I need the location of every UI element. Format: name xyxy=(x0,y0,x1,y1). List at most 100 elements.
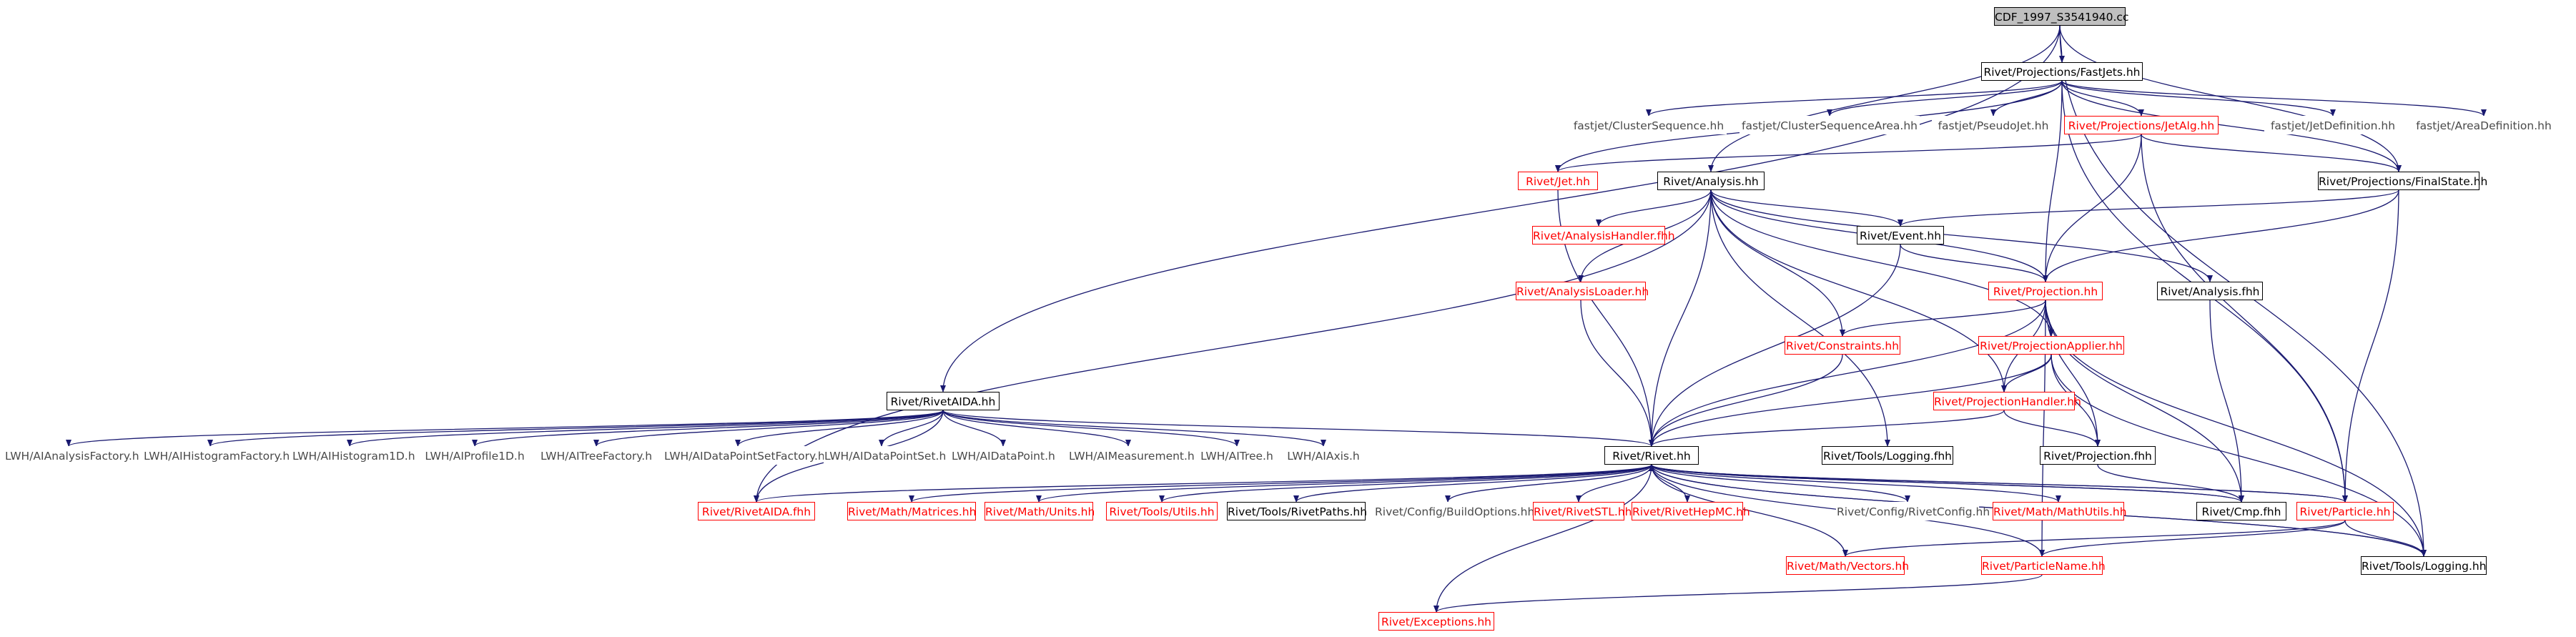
edge-projection-to-rivet xyxy=(1649,300,2046,447)
node-root-source-file[interactable]: CDF_1997_S3541940.cc xyxy=(1994,7,2128,26)
edge-rivetaida-to-lwh_m xyxy=(942,410,1131,447)
node-event[interactable]: Rivet/Event.hh xyxy=(1857,226,1944,245)
node-lwh-datapoint[interactable]: LWH/AIDataPoint.h xyxy=(951,446,1055,465)
node-rivet-stl[interactable]: Rivet/RivetSTL.hh xyxy=(1533,502,1632,520)
edge-root-to-finalstate xyxy=(2059,25,2402,172)
edge-rivetaida-to-lwh_tf xyxy=(593,410,944,447)
edge-rivet-to-utils xyxy=(1159,464,1652,503)
node-tools-logging-fhh[interactable]: Rivet/Tools/Logging.fhh xyxy=(1822,446,1953,465)
node-lwh-datapointset[interactable]: LWH/AIDataPointSet.h xyxy=(824,446,946,465)
node-projection-fhh[interactable]: Rivet/Projection.fhh xyxy=(2040,446,2156,465)
node-pseudojet[interactable]: fastjet/PseudoJet.hh xyxy=(1932,116,2055,134)
node-rivet-aida-fhh[interactable]: Rivet/RivetAIDA.fhh xyxy=(698,502,815,520)
node-analysis-fhh[interactable]: Rivet/Analysis.fhh xyxy=(2157,282,2263,300)
edge-rivet-to-vectors xyxy=(1651,464,1848,557)
node-area-definition[interactable]: fastjet/AreaDefinition.hh xyxy=(2411,116,2557,134)
node-lwh-measurement[interactable]: LWH/AIMeasurement.h xyxy=(1068,446,1195,465)
node-cluster-sequence-area[interactable]: fastjet/ClusterSequenceArea.hh xyxy=(1739,116,1920,134)
edge-rivetaida-to-rivet xyxy=(942,410,1654,447)
node-exceptions[interactable]: Rivet/Exceptions.hh xyxy=(1378,612,1494,631)
node-projection[interactable]: Rivet/Projection.hh xyxy=(1988,282,2103,300)
node-math-matrices[interactable]: Rivet/Math/Matrices.hh xyxy=(847,502,976,520)
edge-event-to-rivet xyxy=(1649,244,1901,447)
node-analysis[interactable]: Rivet/Analysis.hh xyxy=(1657,172,1765,190)
edge-constraints-to-rivet xyxy=(1649,354,1843,447)
edge-particle-to-rivet xyxy=(1649,464,2346,503)
node-projection-applier[interactable]: Rivet/ProjectionApplier.hh xyxy=(1978,336,2124,355)
edge-rivet-to-rivetconfig xyxy=(1651,464,1910,503)
edge-fastjets-to-jetdef xyxy=(2061,80,2336,117)
node-particle-name[interactable]: Rivet/ParticleName.hh xyxy=(1981,556,2106,575)
node-analysis-loader[interactable]: Rivet/AnalysisLoader.hh xyxy=(1516,282,1649,300)
node-cluster-sequence[interactable]: fastjet/ClusterSequence.hh xyxy=(1571,116,1727,134)
edge-finalstate-to-event xyxy=(1898,189,2399,227)
edge-analysis-to-constraints xyxy=(1710,189,1845,337)
edge-rivetaida-to-lwh_af xyxy=(66,410,944,447)
edge-rivet-to-rivethepmc xyxy=(1651,464,1690,503)
edge-rivetaida-to-lwh_tree xyxy=(942,410,1240,447)
edge-root-to-analysis xyxy=(1708,25,2061,172)
edge-particle-to-particlename xyxy=(2039,520,2346,557)
node-rivet-aida[interactable]: Rivet/RivetAIDA.hh xyxy=(887,392,1000,410)
node-lwh-tree-factory[interactable]: LWH/AITreeFactory.h xyxy=(539,446,653,465)
node-analysis-handler-fhh[interactable]: Rivet/AnalysisHandler.fhh xyxy=(1532,226,1675,245)
edge-particle-to-toolsloghh xyxy=(2344,520,2427,557)
node-rivet[interactable]: Rivet/Rivet.hh xyxy=(1604,446,1699,465)
node-lwh-analysis-factory[interactable]: LWH/AIAnalysisFactory.h xyxy=(4,446,139,465)
node-cmp-fhh[interactable]: Rivet/Cmp.fhh xyxy=(2196,502,2286,520)
node-jetalg[interactable]: Rivet/Projections/JetAlg.hh xyxy=(2064,116,2219,134)
node-fastjets[interactable]: Rivet/Projections/FastJets.hh xyxy=(1981,62,2143,81)
node-lwh-profile1d[interactable]: LWH/AIProfile1D.h xyxy=(423,446,526,465)
edge-rivetaida-to-lwh_h1 xyxy=(347,410,944,447)
node-lwh-tree[interactable]: LWH/AITree.h xyxy=(1200,446,1274,465)
edge-analysis-to-analysishandlerfhh xyxy=(1596,189,1712,227)
edge-fastjets-to-pseudojet xyxy=(1990,80,2063,117)
edge-analysisfhh-to-cmp xyxy=(2209,300,2244,503)
edge-projection-to-constraints xyxy=(1840,300,2046,337)
edge-rivet-to-exceptions xyxy=(1433,464,1652,613)
edge-rivetaida-to-lwh_hf xyxy=(207,410,944,447)
edge-rivetaida-to-lwh_p1 xyxy=(472,410,944,447)
node-config-buildoptions[interactable]: Rivet/Config/BuildOptions.hh xyxy=(1374,502,1534,520)
node-constraints[interactable]: Rivet/Constraints.hh xyxy=(1785,336,1900,355)
edge-fastjets-to-areadef xyxy=(2061,80,2487,117)
edge-event-to-projection xyxy=(1900,244,2048,282)
node-lwh-histogram-factory[interactable]: LWH/AIHistogramFactory.h xyxy=(143,446,290,465)
edge-analysis-to-rivet xyxy=(1649,189,1712,447)
edge-fastjets-to-projection xyxy=(2043,80,2063,282)
node-tools-utils[interactable]: Rivet/Tools/Utils.hh xyxy=(1106,502,1218,520)
node-final-state[interactable]: Rivet/Projections/FinalState.hh xyxy=(2318,172,2487,190)
edge-projapplier-to-rivet xyxy=(1649,354,2052,447)
node-jet-definition[interactable]: fastjet/JetDefinition.hh xyxy=(2264,116,2402,134)
node-math-mathutils[interactable]: Rivet/Math/MathUtils.hh xyxy=(1993,502,2127,520)
edge-rivet-to-units xyxy=(1036,464,1652,503)
edge-analysis-to-event xyxy=(1710,189,1903,227)
node-math-units[interactable]: Rivet/Math/Units.hh xyxy=(984,502,1095,520)
node-rivet-hepmc[interactable]: Rivet/RivetHepMC.hh xyxy=(1632,502,1750,520)
edge-particlename-to-exceptions xyxy=(1433,574,2043,613)
edge-jetalg-to-projection xyxy=(2043,134,2142,282)
node-tools-rivetpaths[interactable]: Rivet/Tools/RivetPaths.hh xyxy=(1227,502,1367,520)
node-jet[interactable]: Rivet/Jet.hh xyxy=(1518,172,1598,190)
node-lwh-histogram1d[interactable]: LWH/AIHistogram1D.h xyxy=(292,446,415,465)
edge-analysis-to-toolslogfhh xyxy=(1710,189,1890,447)
node-tools-logging[interactable]: Rivet/Tools/Logging.hh xyxy=(2361,556,2487,575)
node-lwh-datapointset-factory[interactable]: LWH/AIDataPointSetFactory.h xyxy=(663,446,825,465)
edge-projhandler-to-projfhh xyxy=(2003,410,2101,447)
edge-jetalg-to-particle xyxy=(2141,134,2348,503)
edge-rivetaida-to-lwh_dps xyxy=(879,410,944,447)
node-config-rivetconfig[interactable]: Rivet/Config/RivetConfig.hh xyxy=(1836,502,1990,520)
edge-cmp-to-rivet xyxy=(1649,464,2242,503)
node-lwh-axis[interactable]: LWH/AIAxis.h xyxy=(1285,446,1361,465)
edge-projapplier-to-projhandler xyxy=(2001,354,2052,392)
edge-rivet-to-matrices xyxy=(909,464,1652,503)
node-math-vectors[interactable]: Rivet/Math/Vectors.hh xyxy=(1786,556,1909,575)
edge-fastjets-to-clusterseq xyxy=(1646,80,2063,117)
edge-rivet-to-buildopts xyxy=(1445,464,1652,503)
node-particle[interactable]: Rivet/Particle.hh xyxy=(2296,502,2394,520)
edge-projection-to-projfhh xyxy=(2045,300,2101,447)
node-projection-handler[interactable]: Rivet/ProjectionHandler.hh xyxy=(1933,392,2081,410)
edge-rivet-to-rivetpaths xyxy=(1293,464,1652,503)
